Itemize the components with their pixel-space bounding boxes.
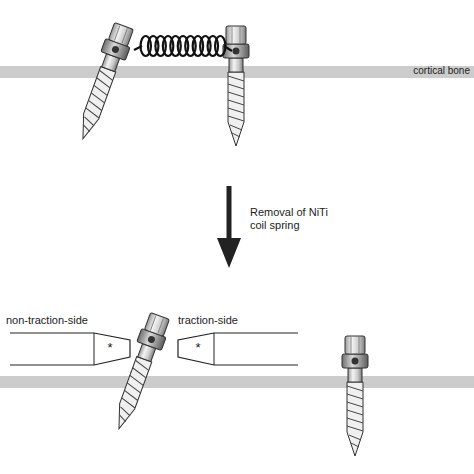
side-label: non-traction-side <box>6 314 126 327</box>
arrow-shaft <box>227 186 232 240</box>
asterisk-mark: * <box>190 340 206 356</box>
asterisk-mark: * <box>102 340 118 356</box>
plier-edge <box>94 333 95 365</box>
niti-coil-spring <box>134 36 232 56</box>
step-note: Removal of NiTi coil spring <box>250 206 345 232</box>
coil-end <box>134 46 142 50</box>
coil-end <box>224 46 232 51</box>
miniscrew <box>342 336 368 456</box>
plier-edge <box>214 333 215 365</box>
plier-tip <box>10 333 130 365</box>
arrow-head <box>217 238 241 268</box>
bone-label: cortical bone <box>360 65 470 77</box>
miniscrew <box>223 26 249 146</box>
miniscrew <box>107 312 172 434</box>
coil-winding <box>215 36 225 56</box>
plier-tip <box>178 333 298 365</box>
side-label: traction-side <box>178 314 288 327</box>
cortical-bone-band <box>0 376 474 388</box>
miniscrew <box>71 22 136 144</box>
